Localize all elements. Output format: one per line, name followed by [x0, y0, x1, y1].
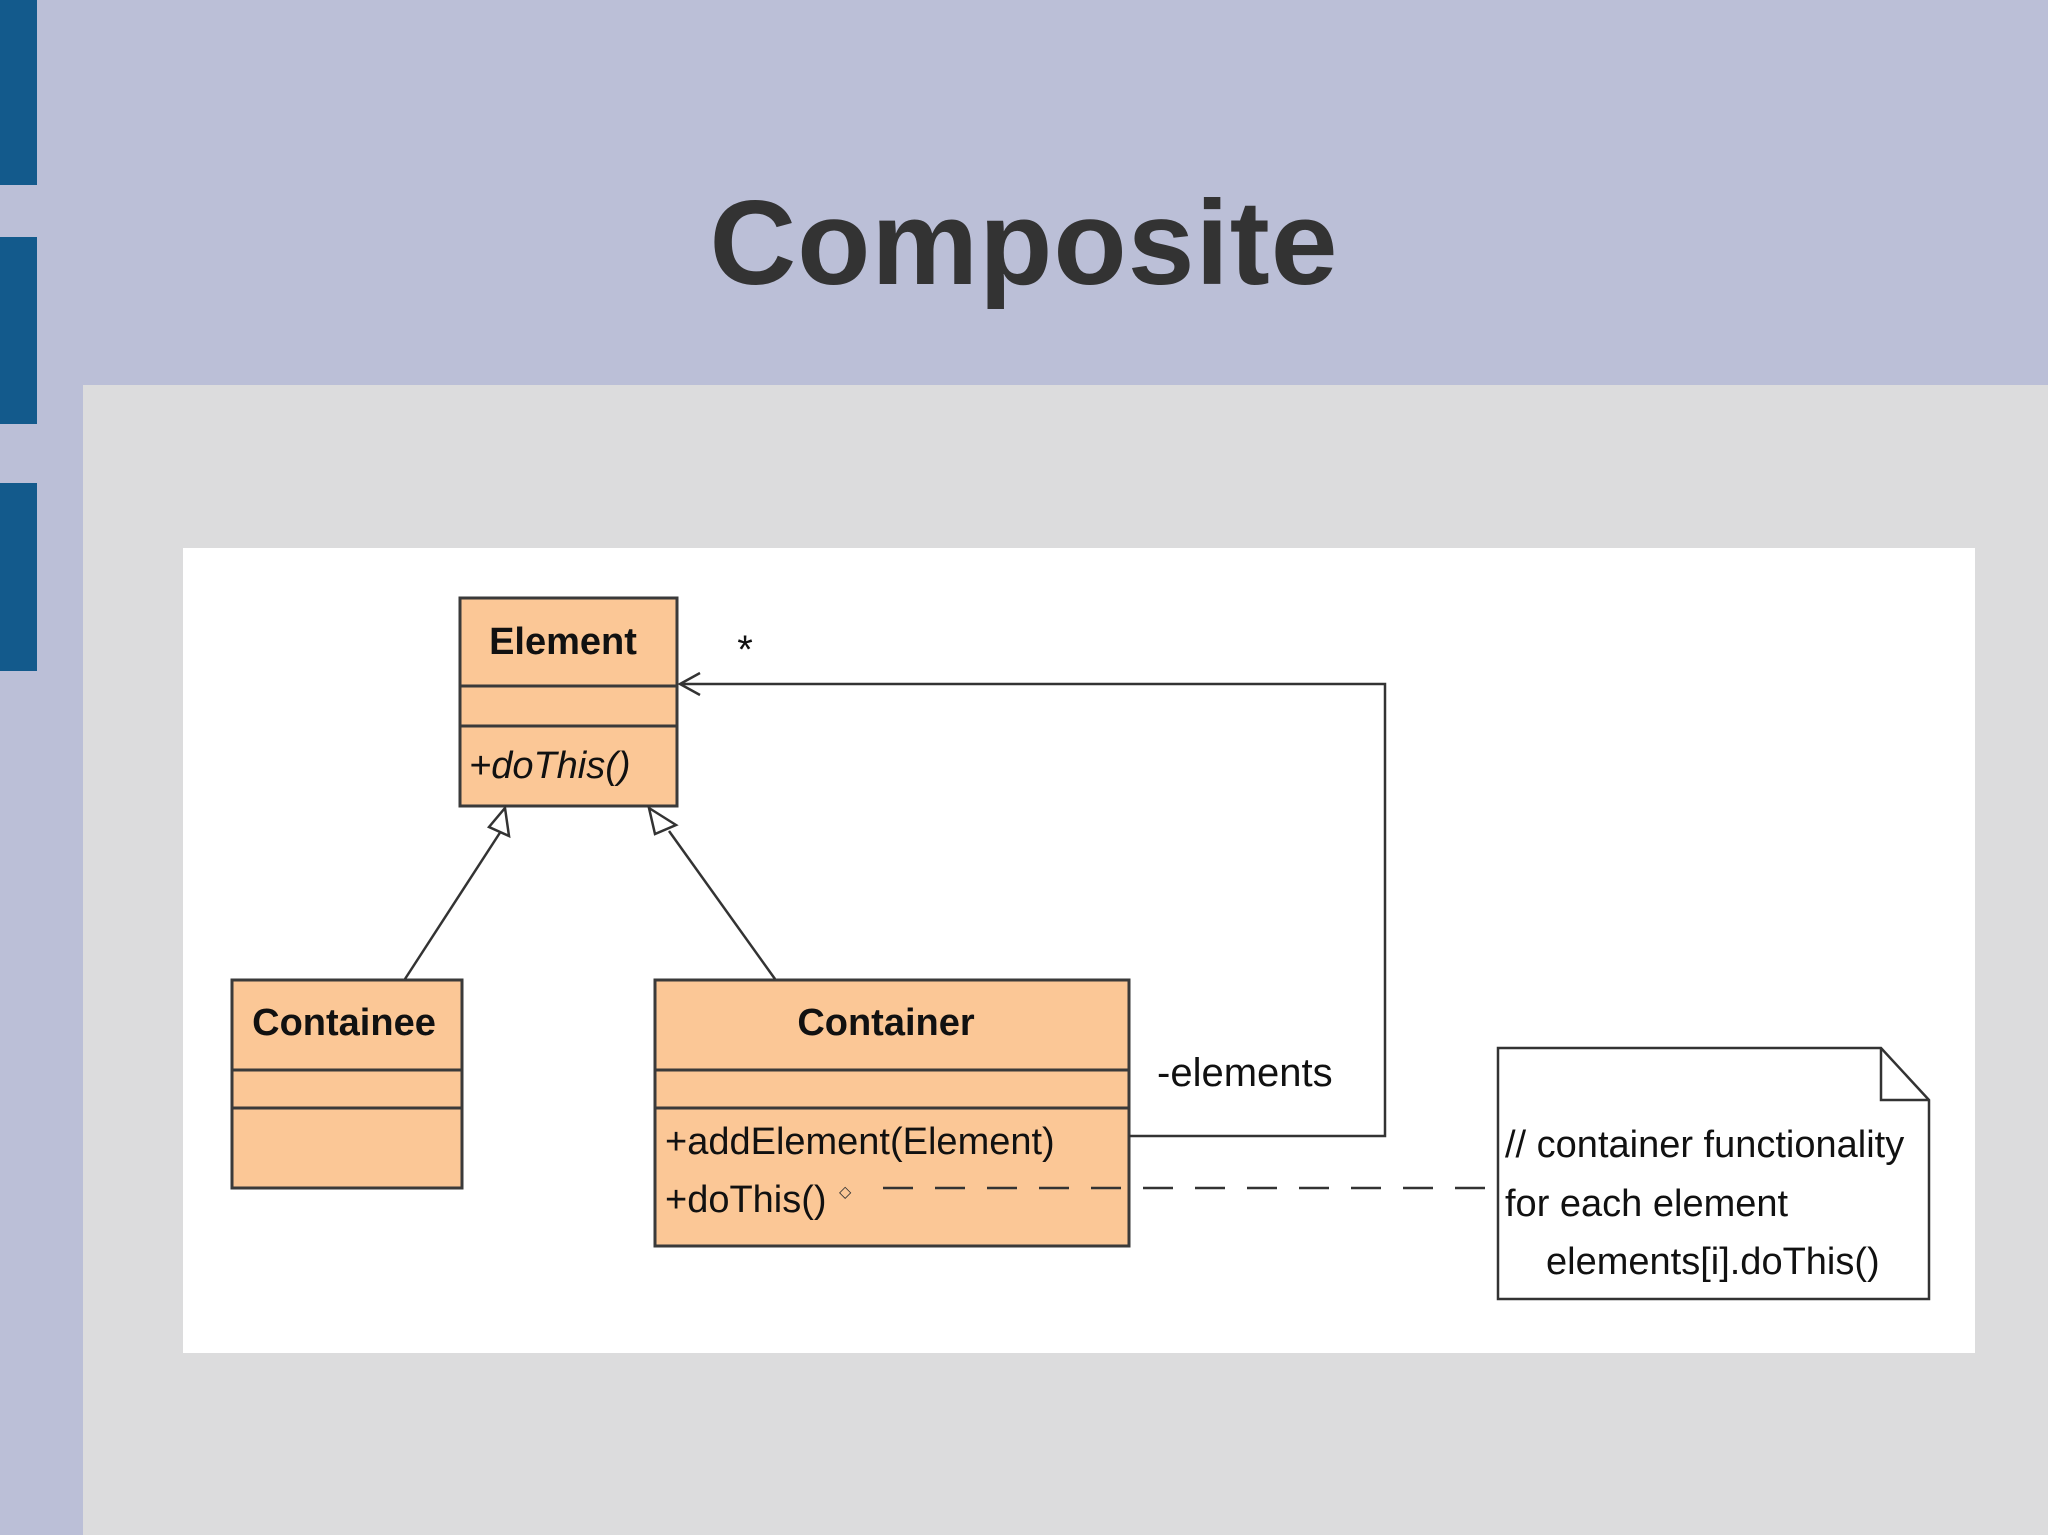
association-elements: * -elements [677, 628, 1387, 1138]
accent-bar-bottom [0, 483, 37, 671]
note-line-2: for each element [1505, 1183, 1788, 1225]
note-line-1: // container functionality [1505, 1124, 1904, 1166]
note-line-3: elements[i].doThis() [1546, 1241, 1880, 1283]
class-containee[interactable]: Containee [230, 978, 464, 1190]
association-role: -elements [1157, 1051, 1333, 1095]
uml-diagram: Element +doThis() Containee Container +a… [183, 548, 1975, 1353]
element-operation: +doThis() [469, 745, 631, 787]
container-operation-add: +addElement(Element) [665, 1121, 1055, 1163]
generalization-containee [403, 805, 511, 980]
class-element[interactable]: Element +doThis() [458, 596, 679, 808]
note-link-icon: ◇ [839, 1184, 852, 1201]
note: // container functionality for each elem… [1496, 1046, 1931, 1301]
association-multiplicity: * [737, 628, 753, 672]
container-operation-dothis: +doThis() [665, 1179, 827, 1221]
container-class-name: Container [797, 1002, 975, 1044]
containee-class-name: Containee [252, 1002, 436, 1044]
class-container[interactable]: Container +addElement(Element) +doThis()… [653, 978, 1131, 1248]
slide-title: Composite [709, 176, 1339, 310]
accent-bar-top [0, 0, 37, 185]
accent-bar-middle [0, 237, 37, 424]
generalization-container [647, 805, 777, 980]
element-class-name: Element [489, 621, 637, 663]
